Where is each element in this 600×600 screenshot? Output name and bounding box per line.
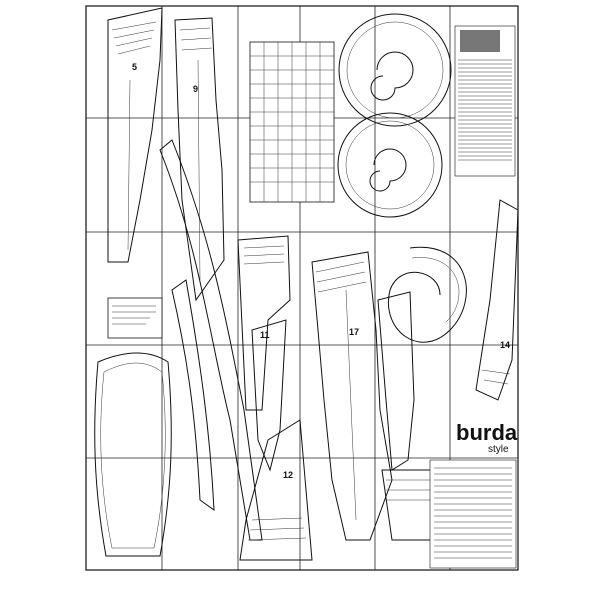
piece-number-5: 5 xyxy=(132,62,137,72)
brand-logo: burda style xyxy=(456,420,518,455)
piece-number-14: 14 xyxy=(500,340,510,350)
piece-labels: 5 9 11 12 14 17 xyxy=(132,62,510,480)
piece-number-9: 9 xyxy=(193,84,198,94)
instructions-column xyxy=(454,25,516,177)
pattern-piece-14 xyxy=(475,199,519,401)
legend-block xyxy=(429,459,517,569)
pattern-piece-17 xyxy=(311,251,393,541)
piece-number-17: 17 xyxy=(349,327,359,337)
spiral-ruffle-top xyxy=(338,13,452,127)
size-table xyxy=(249,41,335,203)
info-box xyxy=(107,297,163,339)
brand-name: burda xyxy=(456,420,518,445)
piece-number-12: 12 xyxy=(283,470,293,480)
spiral-ruffle-lower xyxy=(388,246,467,343)
pattern-piece-11 xyxy=(251,319,287,472)
pattern-piece-9 xyxy=(174,17,225,302)
spiral-ruffle-middle xyxy=(337,112,443,218)
pattern-piece-12 xyxy=(239,419,313,561)
brand-sub: style xyxy=(488,444,509,455)
pattern-piece-curves xyxy=(159,139,291,541)
piece-number-11: 11 xyxy=(260,330,270,340)
pattern-piece-5 xyxy=(107,7,163,263)
pattern-piece-boat xyxy=(94,352,172,557)
